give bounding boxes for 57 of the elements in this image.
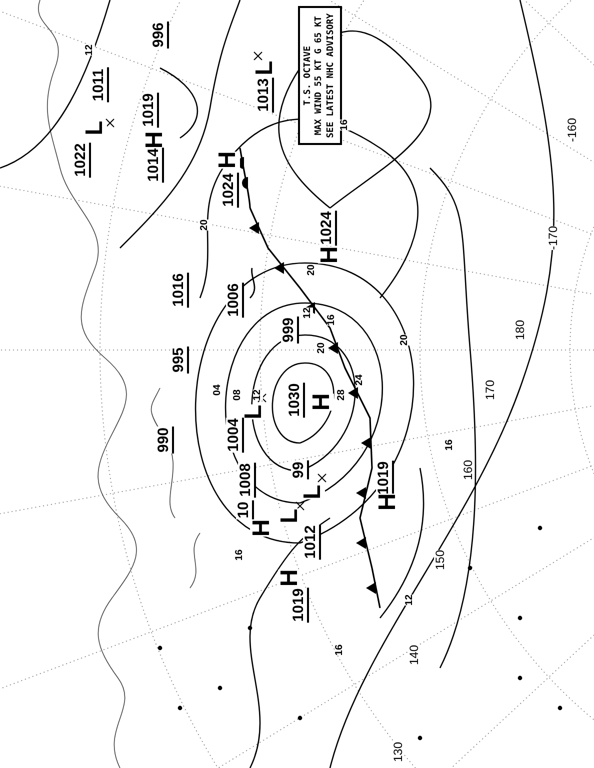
pressure-value: 1022 (73, 142, 91, 178)
low-pressure-symbol: L (83, 120, 107, 136)
isobar-label: 04 (213, 384, 223, 396)
isobar-label: 12 (253, 389, 263, 401)
high-pressure-symbol: H (278, 569, 302, 587)
high-pressure-symbol: H (318, 246, 342, 264)
isobar-label: 20 (307, 264, 317, 276)
advisory-line: SEE LATEST NHC ADVISORY (326, 13, 336, 138)
pressure-value: 995 (171, 346, 189, 374)
advisory-line: MAX WIND 55 KT G 65 KT (314, 15, 326, 138)
isobar-label: 20 (317, 342, 327, 354)
advisory-line: T.S. OCTAVE (303, 44, 314, 108)
pressure-value: 1008 (238, 462, 256, 498)
isobar-label: 20 (200, 219, 210, 231)
pressure-value: 999 (281, 316, 299, 344)
isobar-label: 16 (445, 439, 455, 451)
isobar-label: 24 (355, 374, 365, 386)
pressure-value: 1004 (226, 417, 244, 453)
pressure-value: 10 (236, 500, 254, 520)
pressure-value: 1019 (291, 587, 309, 623)
pressure-value: 1016 (171, 272, 189, 308)
pressure-value: 1024 (319, 210, 337, 246)
pressure-value: 990 (156, 426, 174, 454)
longitude-label: 150 (434, 550, 446, 570)
high-pressure-symbol: H (216, 151, 240, 169)
high-pressure-symbol: H (310, 393, 334, 411)
longitude-label: 140 (408, 644, 420, 666)
longitude-label: 180 (514, 320, 526, 340)
longitude-label: 160 (462, 460, 474, 480)
low-pressure-symbol: L (242, 404, 266, 420)
isobar-label: 16 (327, 314, 337, 326)
isobar-label: 08 (233, 389, 243, 401)
longitude-label: 130 (392, 742, 404, 762)
pressure-value: 1013 (256, 77, 274, 113)
longitude-label: 170 (484, 380, 496, 400)
pressure-value: 1019 (141, 92, 159, 128)
isobar-label: 12 (303, 307, 313, 319)
low-pressure-symbol: L (301, 484, 325, 500)
longitude-label: -170 (547, 226, 559, 250)
pressure-value: 99 (291, 460, 309, 480)
pressure-value: 1006 (226, 282, 244, 318)
pressure-value: 996 (151, 21, 169, 49)
low-pressure-symbol: L (278, 508, 302, 524)
pressure-value: 1011 (91, 68, 109, 102)
isobar-label: 16 (340, 119, 350, 131)
isobar-label: 20 (400, 334, 410, 346)
pressure-value: 1030 (287, 382, 305, 418)
pressure-value: 1019 (376, 460, 394, 496)
isobar-label: 16 (235, 549, 245, 561)
pressure-value: 1012 (303, 524, 321, 560)
pressure-value: 1014 (146, 147, 164, 183)
longitude-label: -160 (566, 118, 578, 142)
isobar-label: 12 (85, 44, 95, 56)
isobar-label: 16 (335, 644, 345, 656)
isobar-label: 12 (405, 594, 415, 606)
isobar-label: 28 (337, 389, 347, 401)
pressure-value: 1024 (221, 172, 239, 208)
